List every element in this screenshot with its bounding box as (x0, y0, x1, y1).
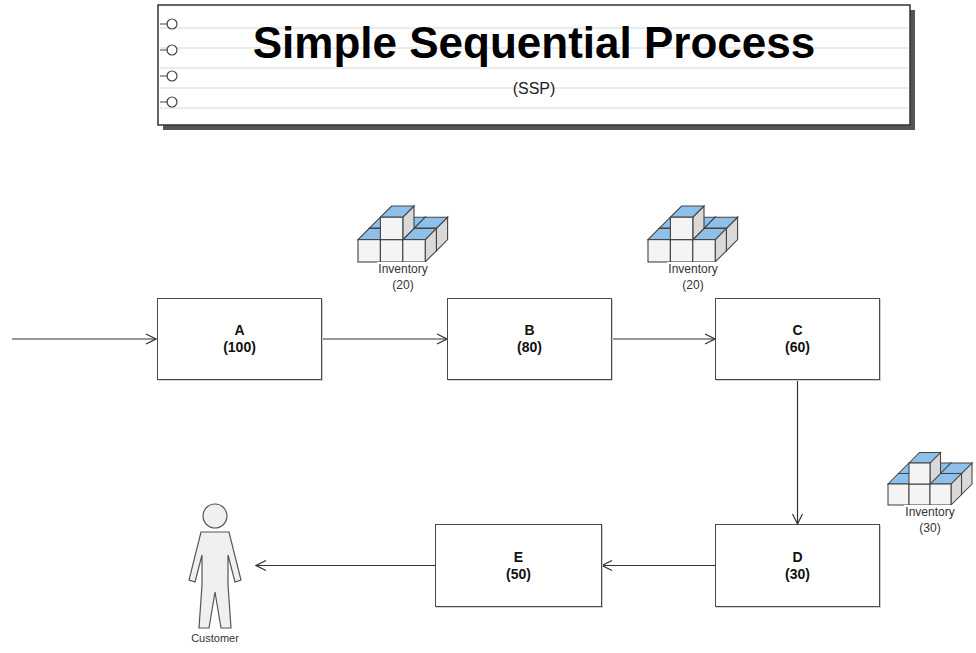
step-name: D (792, 549, 802, 566)
flow-arrow (797, 380, 798, 524)
inventory-label: Inventory (377, 262, 428, 276)
step-value: (80) (517, 339, 542, 356)
step-value: (30) (785, 566, 810, 583)
step-name: B (524, 322, 534, 339)
step-value: (100) (223, 339, 256, 356)
inventory-label: (30) (918, 521, 941, 535)
person-figure (178, 500, 256, 646)
inventory-icon (888, 453, 972, 506)
subtitle: (SSP) (513, 80, 556, 98)
entry-arrow (12, 338, 156, 339)
inventory-cube (670, 206, 704, 240)
inventory-label: (20) (391, 278, 414, 292)
customer-actor: Customer (178, 500, 256, 646)
process-box: B(80) (447, 298, 612, 380)
inventory-icon (358, 206, 448, 262)
inventory-label: (20) (681, 278, 704, 292)
inventory-cube (909, 453, 941, 485)
flow-arrow (602, 565, 715, 566)
process-box: D(30) (715, 524, 880, 607)
inventory-label: Inventory (667, 262, 718, 276)
flow-arrow (256, 565, 435, 566)
flow-arrow (612, 338, 715, 339)
process-box: E(50) (435, 524, 602, 607)
inventory-icon (648, 206, 738, 262)
step-name: E (514, 549, 523, 566)
inventory-cube (380, 206, 414, 240)
process-box: A(100) (157, 298, 322, 380)
diagram-title: Simple Sequential Process (158, 18, 910, 68)
title-banner (158, 5, 915, 130)
inventory-label: Inventory (904, 505, 955, 519)
process-box: C(60) (715, 298, 880, 380)
actor-label: Customer (191, 632, 239, 644)
step-name: C (792, 322, 802, 339)
step-name: A (234, 322, 244, 339)
binder-ring (160, 19, 177, 107)
step-value: (50) (506, 566, 531, 583)
step-value: (60) (785, 339, 810, 356)
flow-arrow (322, 338, 447, 339)
